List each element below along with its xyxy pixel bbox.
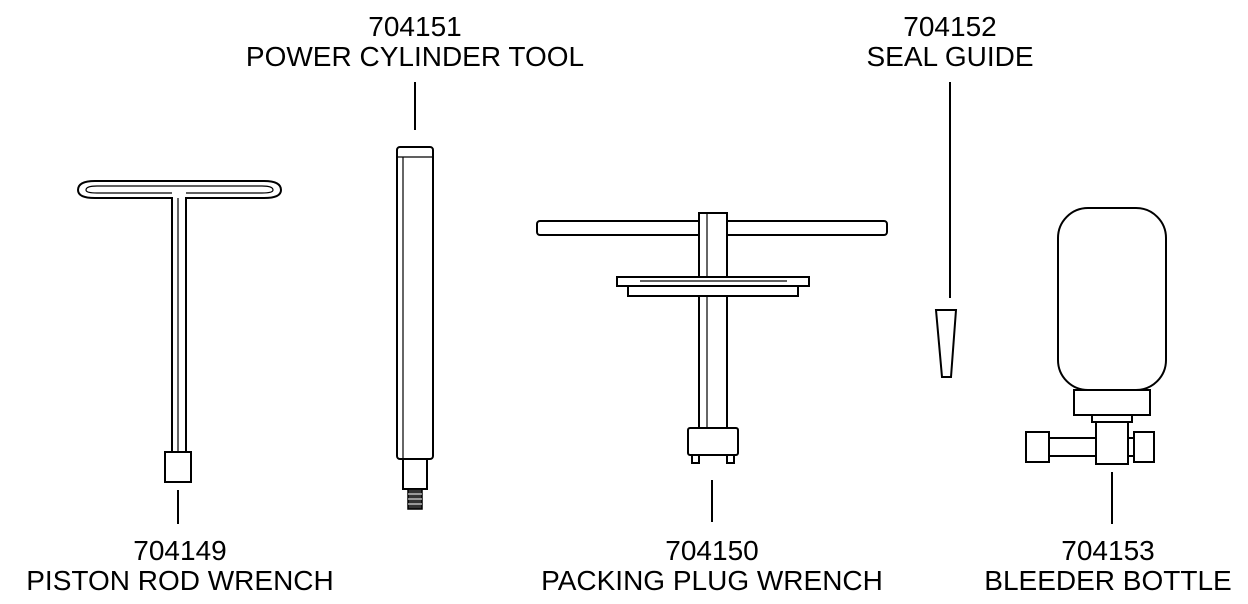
power-cylinder-tool-drawing [396, 82, 434, 510]
seal-guide-drawing [934, 82, 958, 378]
tool-label-704152: 704152 SEAL GUIDE [840, 12, 1060, 72]
tool-label-704149: 704149 PISTON ROD WRENCH [0, 536, 360, 596]
part-number: 704153 [1061, 535, 1155, 566]
bleeder-bottle-drawing [1025, 207, 1167, 524]
packing-plug-wrench-drawing [536, 212, 888, 522]
part-number: 704152 [903, 11, 997, 42]
tool-name: SEAL GUIDE [866, 41, 1034, 72]
part-number: 704151 [368, 11, 462, 42]
part-number: 704150 [665, 535, 759, 566]
tool-name: POWER CYLINDER TOOL [245, 41, 585, 72]
tool-label-704151: 704151 POWER CYLINDER TOOL [220, 12, 610, 72]
tool-name: PACKING PLUG WRENCH [541, 565, 883, 596]
part-number: 704149 [133, 535, 227, 566]
tool-name: PISTON ROD WRENCH [26, 565, 334, 596]
piston-rod-wrench-drawing [76, 180, 283, 524]
tool-label-704153: 704153 BLEEDER BOTTLE [968, 536, 1248, 596]
tool-name: BLEEDER BOTTLE [984, 565, 1232, 596]
tool-label-704150: 704150 PACKING PLUG WRENCH [512, 536, 912, 596]
